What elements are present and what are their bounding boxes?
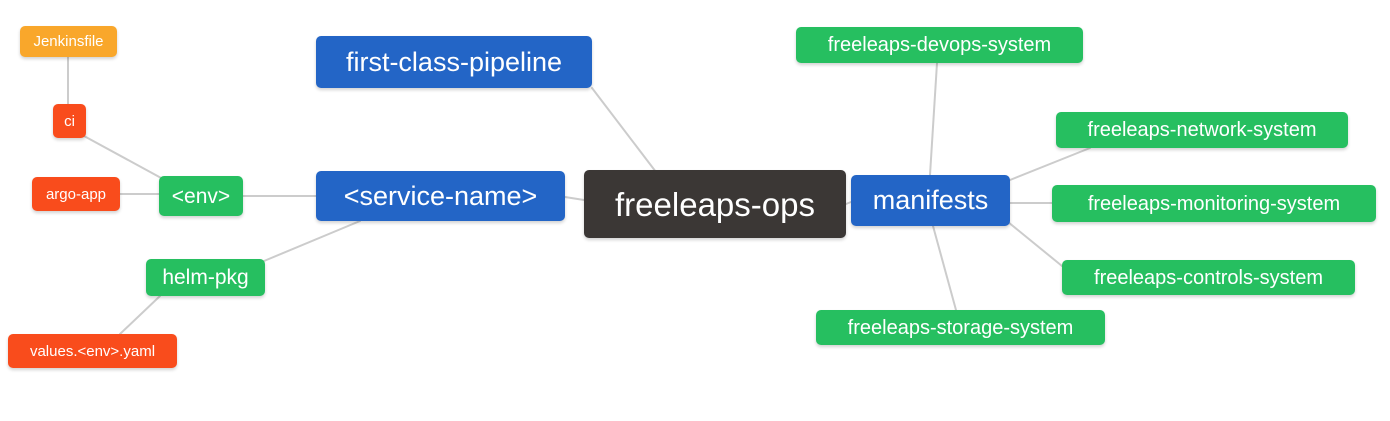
mindmap-node-network-system[interactable]: freeleaps-network-system <box>1056 112 1348 148</box>
node-label: <service-name> <box>343 180 538 211</box>
mindmap-node-env[interactable]: <env> <box>159 176 243 216</box>
mindmap-node-first-class-pipeline[interactable]: first-class-pipeline <box>316 36 592 88</box>
mindmap-node-argo-app[interactable]: argo-app <box>32 177 120 211</box>
node-label: Jenkinsfile <box>33 33 104 50</box>
node-label: argo-app <box>45 185 107 203</box>
mindmap-node-manifests[interactable]: manifests <box>851 175 1010 226</box>
node-label: first-class-pipeline <box>345 46 563 77</box>
node-label: ci <box>64 112 75 130</box>
node-label: freeleaps-network-system <box>1087 119 1317 141</box>
node-label: helm-pkg <box>162 266 249 289</box>
mindmap-node-freeleaps-ops[interactable]: freeleaps-ops <box>584 170 846 238</box>
mindmap-node-service-name[interactable]: <service-name> <box>316 171 565 221</box>
mindmap-node-monitoring-system[interactable]: freeleaps-monitoring-system <box>1052 185 1376 222</box>
mindmap-node-helm-pkg[interactable]: helm-pkg <box>146 259 265 296</box>
mindmap-node-jenkinsfile[interactable]: Jenkinsfile <box>20 26 117 57</box>
mindmap-node-storage-system[interactable]: freeleaps-storage-system <box>816 310 1105 345</box>
edge-helm-pkg-to-values-env-yaml <box>119 295 161 335</box>
node-label: <env> <box>171 184 231 208</box>
node-label: freeleaps-monitoring-system <box>1087 192 1341 215</box>
edge-first-class-pipeline-to-freeleaps-ops <box>591 87 657 173</box>
edge-manifests-to-network-system <box>1009 147 1091 181</box>
mindmap-node-ci[interactable]: ci <box>53 104 86 138</box>
edge-manifests-to-devops-system <box>929 62 938 176</box>
node-label: freeleaps-ops <box>615 185 815 223</box>
edge-ci-to-env <box>83 135 164 180</box>
node-label: manifests <box>872 185 989 215</box>
mindmap-node-devops-system[interactable]: freeleaps-devops-system <box>796 27 1083 63</box>
node-label: freeleaps-storage-system <box>847 316 1074 339</box>
node-label: freeleaps-controls-system <box>1094 266 1323 289</box>
mindmap-node-controls-system[interactable]: freeleaps-controls-system <box>1062 260 1355 295</box>
edge-manifests-to-storage-system <box>932 225 957 311</box>
node-label: values.<env>.yaml <box>29 342 156 360</box>
node-label: freeleaps-devops-system <box>827 34 1052 56</box>
mindmap-node-values-env-yaml[interactable]: values.<env>.yaml <box>8 334 177 368</box>
edge-service-name-to-helm-pkg <box>263 220 361 262</box>
edge-service-name-to-freeleaps-ops <box>564 196 585 201</box>
edge-manifests-to-controls-system <box>1007 221 1063 267</box>
